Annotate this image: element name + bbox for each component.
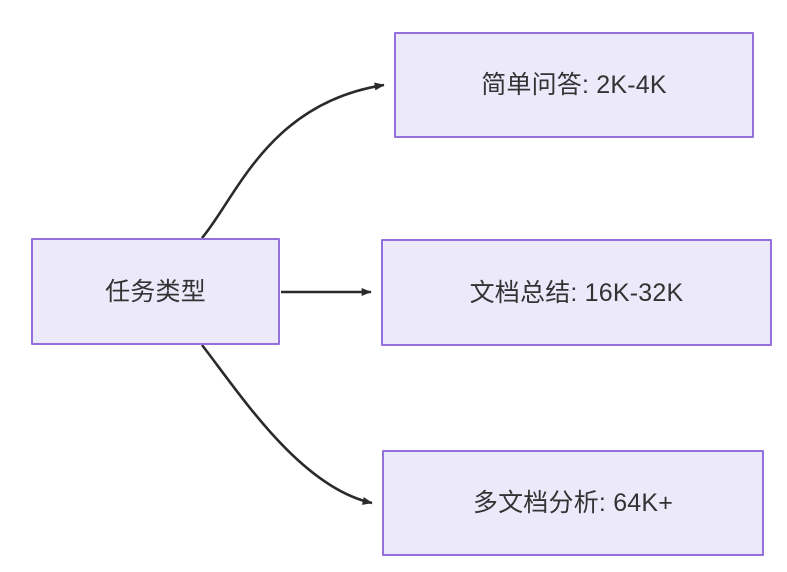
node-simple-qa-label: 简单问答: 2K-4K [481, 71, 667, 99]
node-doc-summary[interactable]: 文档总结: 16K-32K [381, 239, 772, 346]
node-task-type[interactable]: 任务类型 [31, 238, 280, 345]
node-multi-doc-analysis[interactable]: 多文档分析: 64K+ [382, 450, 764, 556]
node-doc-summary-label: 文档总结: 16K-32K [469, 278, 684, 307]
edge-task-type-to-multi-doc-analysis [200, 344, 373, 505]
node-simple-qa[interactable]: 简单问答: 2K-4K [394, 32, 754, 138]
node-multi-doc-analysis-label: 多文档分析: 64K+ [472, 489, 674, 517]
node-task-type-label: 任务类型 [105, 277, 206, 306]
edge-task-type-to-simple-qa [201, 82, 385, 239]
